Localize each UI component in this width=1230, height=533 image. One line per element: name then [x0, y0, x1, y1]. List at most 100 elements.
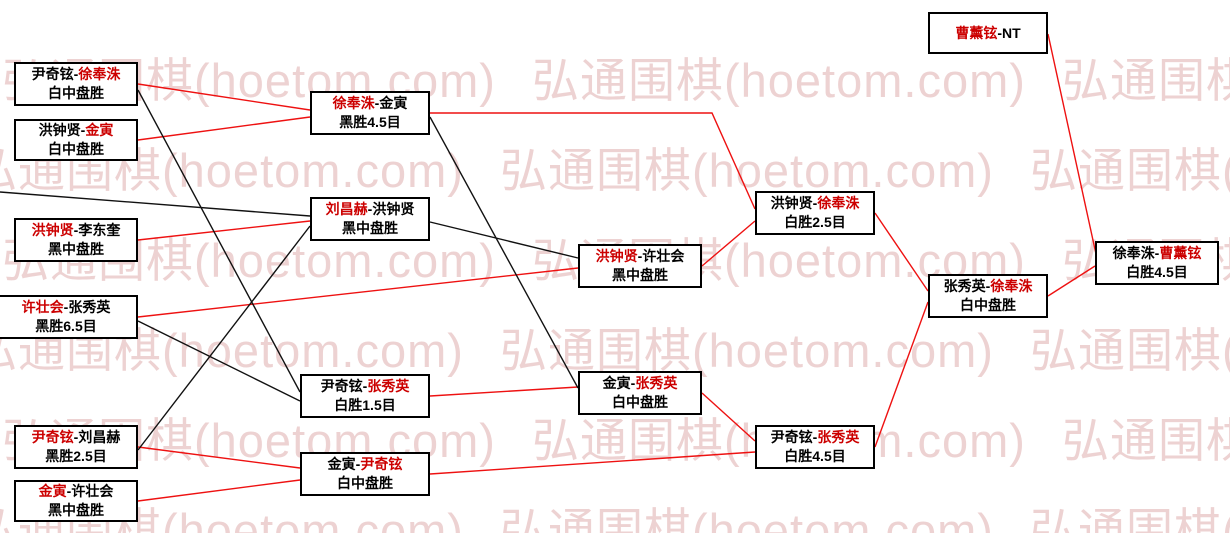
- match-result: 黑中盘胜: [48, 241, 104, 257]
- player-separator: -: [63, 299, 69, 315]
- player-separator: -: [66, 483, 72, 499]
- connector-m13-m15-red: [874, 212, 929, 292]
- match-result: 白中盘胜: [48, 141, 104, 157]
- match-box-m17: 徐奉洙-曹薰铉白胜4.5目: [1095, 241, 1219, 285]
- player-name-winner: 曹薰铉: [955, 24, 998, 41]
- connector-m1-m7-red: [137, 83, 311, 111]
- player-name: 许壮会: [71, 483, 114, 499]
- match-players: 金寅-许壮会: [39, 482, 114, 501]
- player-name-winner: 曹薰铉: [1159, 245, 1202, 261]
- connector-m4-m9-black: [137, 320, 301, 402]
- connector-m2-m7-red: [137, 116, 311, 141]
- match-box-m15: 张秀英-徐奉洙白中盘胜: [928, 274, 1048, 318]
- connector-m14-m15-red: [874, 301, 929, 448]
- connector-m3-m8-red: [137, 220, 311, 241]
- player-name: 洪钟贤: [770, 195, 813, 211]
- connector-m10-m14-red: [429, 451, 756, 475]
- player-separator: -: [1154, 245, 1160, 261]
- match-box-m3: 洪钟贤-李东奎黑中盘胜: [14, 218, 138, 262]
- match-box-m14: 尹奇铉-张秀英白胜4.5目: [755, 425, 875, 469]
- player-name: 刘昌赫: [78, 429, 121, 445]
- connector-m11-m13-red: [701, 220, 756, 267]
- match-result: 白胜2.5目: [784, 214, 846, 230]
- match-box-m2: 洪钟贤-金寅白中盘胜: [14, 119, 138, 161]
- player-separator: -: [637, 248, 643, 264]
- match-box-m13: 洪钟贤-徐奉洙白胜2.5目: [755, 191, 875, 235]
- player-name: NT: [1002, 24, 1021, 41]
- match-players: 徐奉洙-曹薰铉: [1113, 244, 1202, 263]
- match-players: 张秀英-徐奉洙: [944, 277, 1033, 296]
- match-result: 黑胜6.5目: [35, 318, 97, 334]
- player-separator: -: [73, 66, 79, 82]
- match-players: 曹薰铉-NT: [955, 24, 1020, 43]
- player-name-winner: 徐奉洙: [990, 278, 1033, 294]
- match-result: 白胜4.5目: [784, 448, 846, 464]
- match-players: 洪钟贤-金寅: [39, 121, 114, 140]
- match-box-m1: 尹奇铉-徐奉洙白中盘胜: [14, 62, 138, 106]
- player-name-winner: 徐奉洙: [78, 66, 121, 82]
- match-players: 刘昌赫-洪钟贤: [326, 200, 415, 219]
- connector-m7-m13-red: [430, 112, 756, 210]
- match-box-m9: 尹奇铉-张秀英白胜1.5目: [300, 374, 430, 418]
- player-name: 金寅: [327, 456, 356, 472]
- match-result: 黑中盘胜: [48, 502, 104, 518]
- player-separator: -: [73, 222, 79, 238]
- player-separator: -: [374, 95, 380, 111]
- player-name: 金寅: [602, 375, 631, 391]
- player-name: 洪钟贤: [38, 122, 81, 138]
- player-name-winner: 洪钟贤: [31, 222, 74, 238]
- match-players: 洪钟贤-李东奎: [32, 221, 121, 240]
- match-result: 白中盘胜: [960, 297, 1016, 313]
- match-box-m5: 尹奇铉-刘昌赫黑胜2.5目: [14, 425, 138, 469]
- player-name: 洪钟贤: [372, 201, 415, 217]
- match-result: 白中盘胜: [337, 475, 393, 491]
- match-result: 白胜4.5目: [1126, 264, 1188, 280]
- match-box-m11: 洪钟贤-许壮会黑中盘胜: [578, 244, 702, 288]
- match-players: 尹奇铉-刘昌赫: [32, 428, 121, 447]
- player-separator: -: [630, 375, 636, 391]
- player-separator: -: [355, 456, 361, 472]
- player-name: 尹奇铉: [320, 378, 363, 394]
- player-name-winner: 张秀英: [367, 378, 410, 394]
- match-players: 许壮会-张秀英: [22, 298, 111, 317]
- player-name-winner: 刘昌赫: [325, 201, 368, 217]
- player-name: 徐奉洙: [1112, 245, 1155, 261]
- connector-m1-m9-black: [137, 89, 301, 393]
- match-players: 尹奇铉-张秀英: [321, 377, 410, 396]
- match-result: 黑胜4.5目: [339, 114, 401, 130]
- player-name-winner: 金寅: [85, 122, 114, 138]
- match-box-m10: 金寅-尹奇铉白中盘胜: [300, 452, 430, 496]
- player-name: 尹奇铉: [31, 66, 74, 82]
- match-result: 黑中盘胜: [342, 220, 398, 236]
- match-players: 金寅-尹奇铉: [328, 455, 403, 474]
- connector-m7-m12-black: [429, 116, 579, 389]
- connector-m4-m11-red: [137, 267, 579, 318]
- player-name-winner: 徐奉洙: [817, 195, 860, 211]
- player-separator: -: [812, 195, 818, 211]
- player-name-winner: 尹奇铉: [31, 429, 74, 445]
- match-players: 尹奇铉-徐奉洙: [32, 65, 121, 84]
- connector-edge-left-m8-black: [0, 191, 311, 217]
- match-result: 白中盘胜: [612, 394, 668, 410]
- player-separator: -: [73, 429, 79, 445]
- connector-m16-m17-red: [1047, 33, 1097, 255]
- match-players: 徐奉洙-金寅: [333, 94, 408, 113]
- player-name: 金寅: [379, 95, 408, 111]
- match-players: 洪钟贤-徐奉洙: [771, 194, 860, 213]
- connector-m6-m10-red: [137, 479, 301, 502]
- connector-m8-m11-black: [429, 221, 579, 259]
- connector-m5-m8-black: [137, 225, 311, 451]
- match-box-m7: 徐奉洙-金寅黑胜4.5目: [310, 91, 430, 135]
- match-players: 尹奇铉-张秀英: [771, 428, 860, 447]
- connector-m5-m10-red: [137, 446, 301, 469]
- player-name: 尹奇铉: [770, 429, 813, 445]
- player-name-winner: 徐奉洙: [332, 95, 375, 111]
- player-separator: -: [985, 278, 991, 294]
- player-name: 李东奎: [78, 222, 121, 238]
- match-result: 白胜1.5目: [334, 397, 396, 413]
- match-box-m12: 金寅-张秀英白中盘胜: [578, 371, 702, 415]
- match-result: 黑胜2.5目: [45, 448, 107, 464]
- match-box-m8: 刘昌赫-洪钟贤黑中盘胜: [310, 197, 430, 241]
